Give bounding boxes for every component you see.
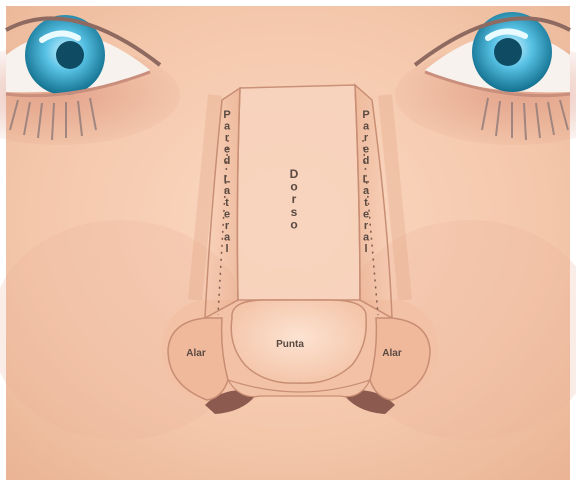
region-dorso bbox=[237, 85, 360, 300]
label-alar-right: Alar bbox=[382, 348, 402, 359]
label-punta: Punta bbox=[276, 339, 304, 350]
label-alar-left: Alar bbox=[186, 348, 206, 359]
